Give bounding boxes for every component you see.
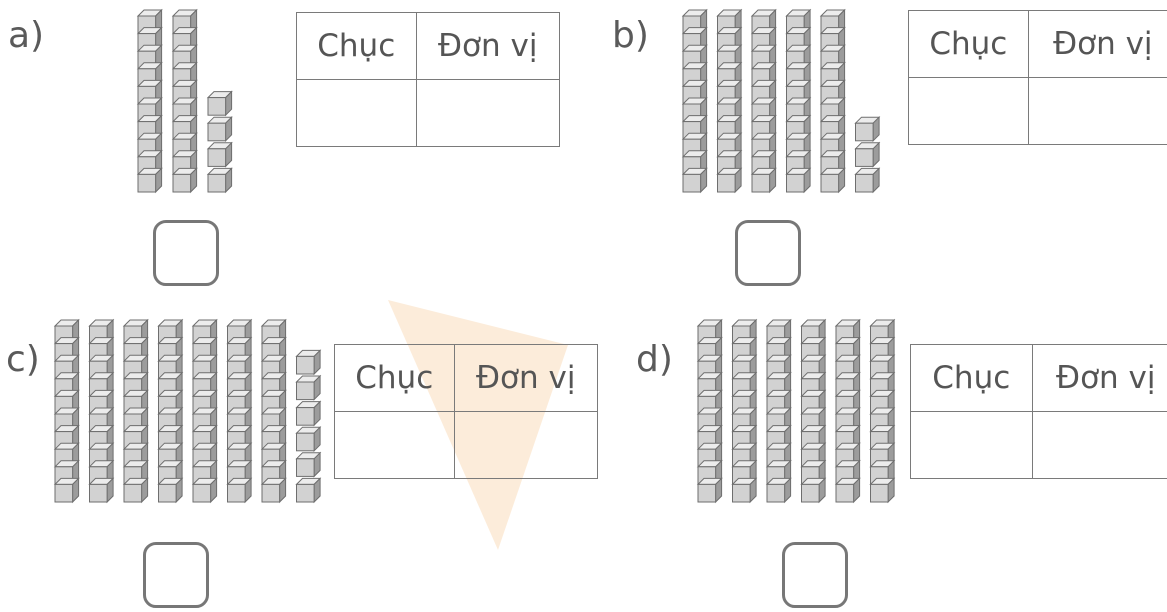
ten-rod [136,8,163,194]
ten-rod [88,318,115,504]
ones-cell[interactable] [1031,411,1167,479]
ones-cell[interactable] [1027,77,1167,145]
ten-rod [716,8,743,194]
problem-label: d) [636,339,673,380]
unit-cube [206,167,233,194]
unit-cube [295,425,322,453]
place-value-table: Chục Đơn vị [908,10,1167,145]
ten-rod [696,318,723,504]
tens-cell[interactable] [910,411,1033,479]
ten-rod [731,318,758,504]
problem-label: b) [612,15,649,56]
place-value-table: Chục Đơn vị [910,344,1167,479]
tens-cell[interactable] [908,77,1029,145]
unit-cube [854,141,881,168]
answer-box[interactable] [153,220,219,286]
ones-cell[interactable] [453,411,599,479]
ones-header: Đơn vị [415,12,561,80]
unit-cube [854,167,881,194]
ten-rod [819,8,846,194]
unit-cube [206,115,233,143]
ten-rod [800,318,827,504]
place-value-table: Chục Đơn vị [296,12,561,147]
unit-cube [206,90,233,117]
unit-cube [295,400,322,427]
answer-box[interactable] [143,542,209,608]
ten-rod [226,318,253,504]
unit-cube [295,374,322,401]
ten-rod [53,318,80,504]
ten-rod [260,318,287,504]
ones-header: Đơn vị [453,344,599,412]
unit-cube [295,349,322,376]
problem-label: c) [6,339,40,380]
ten-rod [869,318,896,504]
ones-cell[interactable] [415,79,561,147]
tens-header: Chục [910,344,1033,412]
ten-rod [157,318,184,504]
ten-rod [122,318,149,504]
problem-label: a) [8,15,45,56]
ten-rod [681,8,708,194]
ten-rod [834,318,861,504]
ones-header: Đơn vị [1031,344,1167,412]
ten-rod [785,8,812,194]
unit-cube [295,477,322,504]
ten-rod [191,318,218,504]
ten-rod [171,8,198,194]
ones-header: Đơn vị [1027,10,1167,78]
place-value-table: Chục Đơn vị [334,344,599,479]
ten-rod [765,318,792,504]
unit-cube [295,451,322,478]
answer-box[interactable] [782,542,848,608]
answer-box[interactable] [735,220,801,286]
tens-cell[interactable] [296,79,417,147]
ten-rod [750,8,777,194]
unit-cube [206,141,233,168]
unit-cube [854,115,881,143]
tens-cell[interactable] [334,411,455,479]
tens-header: Chục [908,10,1029,78]
